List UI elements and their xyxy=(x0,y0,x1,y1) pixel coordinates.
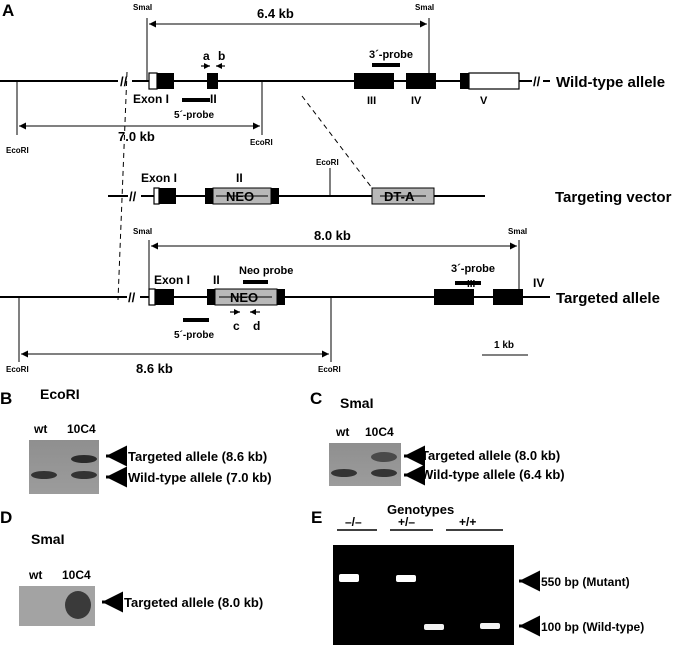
wt-5-probe-bar xyxy=(182,98,210,102)
targeted-exon2-label: II xyxy=(213,273,220,287)
blot-c-lane-10c4: 10C4 xyxy=(365,425,394,439)
targeted-exon1-label: Exon I xyxy=(154,273,190,287)
panel-a-letter: A xyxy=(2,1,14,20)
svg-text://: // xyxy=(120,74,128,89)
blot-b-membrane xyxy=(29,440,99,494)
wt-exon4-box xyxy=(406,73,436,89)
targeted-ecori-left: EcoRI xyxy=(6,365,29,374)
targeted-ecori-span: 8.6 kb xyxy=(136,361,173,376)
targeting-vector: // Exon I II NEO DT-A EcoRI Targeting ve… xyxy=(108,158,672,206)
targeted-neo-probe-label: Neo probe xyxy=(239,265,293,277)
wt-probe5-label: 5´-probe xyxy=(174,110,214,121)
blot-c-lane-wt: wt xyxy=(335,425,349,439)
blot-c-membrane xyxy=(329,443,401,486)
targeted-allele-title: Targeted allele xyxy=(556,290,660,307)
wt-probe3-label: 3´-probe xyxy=(369,49,413,61)
gel-e-genotype-het: +/– xyxy=(398,515,415,529)
targeted-exon4-label: IV xyxy=(533,276,544,290)
panel-b-letter: B xyxy=(0,389,12,408)
homology-dashed-right xyxy=(301,95,373,189)
vector-ecori-label: EcoRI xyxy=(316,158,339,167)
svg-text://: // xyxy=(533,74,541,89)
targeted-smai-span: 8.0 kb xyxy=(314,228,351,243)
targeted-probe5-label: 5´-probe xyxy=(174,330,214,341)
blot-c-title: SmaI xyxy=(340,395,373,411)
blot-d-band: Targeted allele (8.0 kb) xyxy=(124,595,263,610)
wt-exon3-box xyxy=(354,73,394,89)
blot-b-title: EcoRI xyxy=(40,386,80,402)
wt-exon3-label: III xyxy=(367,95,376,107)
targeted-primer-c: c xyxy=(233,319,240,333)
blot-b-lane-10c4: 10C4 xyxy=(67,422,96,436)
targeted-smai-right: SmaI xyxy=(508,227,527,236)
blot-d-lane-wt: wt xyxy=(28,568,42,582)
blot-d: D SmaI wt 10C4 Targeted allele (8.0 kb) xyxy=(0,508,263,626)
panel-d-letter: D xyxy=(0,508,12,527)
blot-b-band-bottom: Wild-type allele (7.0 kb) xyxy=(128,470,272,485)
wt-smai-left: SmaI xyxy=(133,3,152,12)
vector-exon1-label: Exon I xyxy=(141,171,177,185)
blot-d-lane-10c4: 10C4 xyxy=(62,568,91,582)
wt-exon2-label: II xyxy=(210,92,217,106)
gel-e-band-top: 550 bp (Mutant) xyxy=(541,575,630,589)
blot-c-band-bottom: Wild-type allele (6.4 kb) xyxy=(421,467,565,482)
targeted-scale-label: 1 kb xyxy=(494,340,514,351)
targeted-exon3-label: III xyxy=(467,279,476,290)
wt-smai-span: 6.4 kb xyxy=(257,6,294,21)
wt-ecori-left: EcoRI xyxy=(6,146,29,155)
gel-e-band-bottom: 100 bp (Wild-type) xyxy=(541,620,644,634)
wt-exon5-box xyxy=(468,72,520,90)
wt-ecori-right: EcoRI xyxy=(250,138,273,147)
wt-exon2-box xyxy=(207,73,218,89)
panel-c-letter: C xyxy=(310,389,322,408)
svg-text://: // xyxy=(128,290,136,305)
targeted-probe3-label: 3´-probe xyxy=(451,263,495,275)
svg-text://: // xyxy=(129,189,137,204)
vector-exon2-label: II xyxy=(236,171,243,185)
wt-exon4-label: IV xyxy=(411,95,422,107)
blot-b-lane-wt: wt xyxy=(33,422,47,436)
targeted-allele: // SmaI SmaI 8.0 kb Neo probe 3´-probe I… xyxy=(0,227,660,376)
blot-c-band-top: Targeted allele (8.0 kb) xyxy=(421,448,560,463)
wt-exon1-box xyxy=(148,72,158,90)
gel-e-genotype-wt: +/+ xyxy=(459,515,476,529)
blot-c: C SmaI wt 10C4 Targeted allele (8.0 kb) … xyxy=(310,389,565,486)
targeted-neo-probe-bar xyxy=(243,280,268,284)
wt-allele-title: Wild-type allele xyxy=(556,74,665,91)
gel-e: E Genotypes –/– +/– +/+ 550 bp (Mutant) … xyxy=(311,502,644,645)
vector-title: Targeting vector xyxy=(555,189,672,206)
wt-exon5-label: V xyxy=(480,95,488,107)
targeted-smai-left: SmaI xyxy=(133,227,152,236)
wild-type-allele: // // SmaI SmaI 6.4 kb a b xyxy=(0,3,665,155)
targeted-ecori-right: EcoRI xyxy=(318,365,341,374)
gel-e-title: Genotypes xyxy=(387,502,454,517)
targeted-5-probe-bar xyxy=(183,318,209,322)
blot-d-title: SmaI xyxy=(31,531,64,547)
gel-e-genotype-ko: –/– xyxy=(345,515,362,529)
wt-ecori-span: 7.0 kb xyxy=(118,129,155,144)
wt-primer-a: a xyxy=(203,49,210,63)
wt-primer-b: b xyxy=(218,49,225,63)
wt-3-probe-bar xyxy=(372,63,400,67)
homology-dashed-left xyxy=(117,71,128,301)
gel-e-gel xyxy=(333,545,514,645)
blot-b-band-top: Targeted allele (8.6 kb) xyxy=(128,449,267,464)
wt-exon1-label: Exon I xyxy=(133,92,169,106)
targeted-3-probe-bar xyxy=(455,281,481,285)
blot-b: B EcoRI wt 10C4 Targeted allele (8.6 kb)… xyxy=(0,386,272,494)
wt-smai-right: SmaI xyxy=(415,3,434,12)
targeted-primer-d: d xyxy=(253,319,260,333)
panel-e-letter: E xyxy=(311,508,322,527)
